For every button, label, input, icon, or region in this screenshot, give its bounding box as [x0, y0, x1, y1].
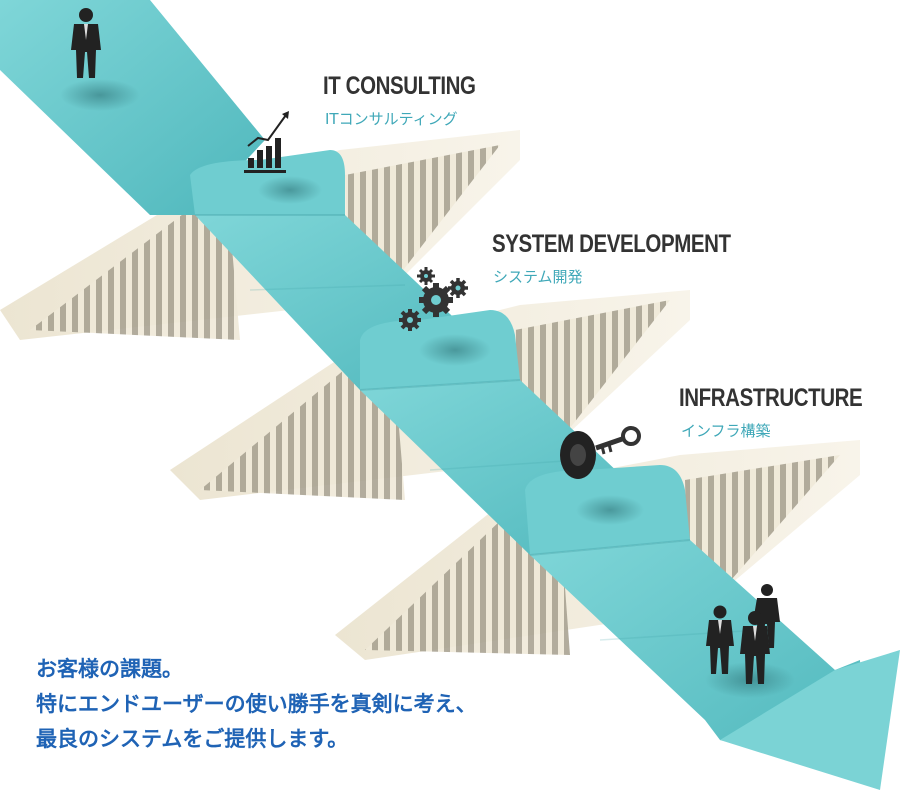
gears-icon [399, 267, 468, 331]
tagline-line-3: 最良のシステムをご提供します。 [36, 727, 349, 751]
stage-subtitle-it-consulting: ITコンサルティング [325, 110, 458, 128]
tagline-line-1: お客様の課題。 [36, 657, 183, 681]
tagline: お客様の課題。 特にエンドユーザーの使い勝手を真剣に考え、 最良のシステムをご提… [36, 652, 656, 757]
stage-subtitle-infrastructure: インフラ構築 [681, 422, 771, 440]
stage-subtitle-system-development: システム開発 [493, 268, 583, 286]
businessman-icon [71, 8, 101, 78]
bar-chart-icon [244, 111, 289, 173]
stage-title-infrastructure: INFRASTRUCTURE [679, 384, 863, 412]
stage-title-it-consulting: IT CONSULTING [323, 72, 476, 100]
team-icon [706, 584, 780, 684]
tagline-line-2: 特にエンドユーザーの使い勝手を真剣に考え、 [36, 692, 477, 716]
stage-title-system-development: SYSTEM DEVELOPMENT [492, 230, 731, 258]
lock-key-icon [560, 426, 641, 479]
